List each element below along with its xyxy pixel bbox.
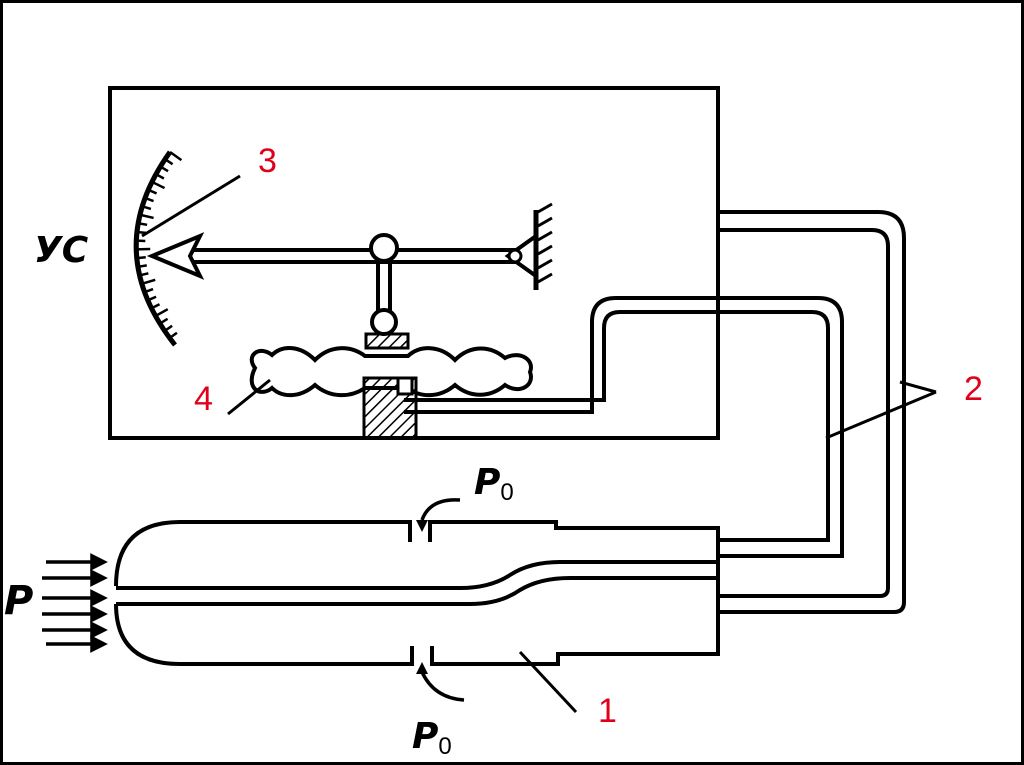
scale-tick [139, 272, 149, 277]
scale-tick [159, 317, 169, 325]
label-p0-bottom: P0 [412, 716, 452, 760]
support-block [362, 376, 418, 440]
scale-tick [150, 303, 161, 310]
total-pressure-tube [718, 210, 906, 614]
scale-tick [141, 278, 156, 286]
static-flow-arrows [416, 498, 465, 702]
scale-tick [141, 205, 152, 211]
scale-tick [147, 295, 157, 302]
callout-4: 4 [194, 380, 213, 418]
scale-tick [169, 150, 183, 162]
label-scale: УС [34, 230, 89, 271]
scale-tick [137, 222, 148, 227]
scale-tick [144, 287, 154, 294]
indicator-scale [133, 150, 183, 347]
scale-tick [163, 324, 173, 332]
label-p-main: P [4, 578, 33, 624]
scale-tick [154, 308, 169, 318]
lever-pivot [504, 202, 553, 290]
aneroid-membrane [249, 346, 533, 398]
callout-2: 2 [964, 370, 983, 408]
scale-tick [147, 188, 158, 195]
scale-tick [139, 213, 154, 220]
scale-tick [151, 180, 166, 190]
scale-tick [137, 264, 147, 269]
callout-1: 1 [598, 692, 617, 730]
label-p0-top: P0 [474, 462, 514, 506]
linkage [364, 233, 410, 350]
scale-tick [136, 230, 147, 235]
incoming-flow-arrows [42, 553, 108, 653]
static-tube [404, 310, 830, 542]
scale-tick [168, 331, 178, 340]
callout-3: 3 [258, 142, 277, 180]
scale-tick [155, 173, 165, 180]
scale-tick [144, 196, 154, 203]
pointer-arrow [146, 232, 520, 280]
scale-tick [164, 158, 174, 166]
leader-lines [141, 174, 937, 714]
scale-tick [159, 165, 169, 173]
pitot-probe [114, 520, 720, 666]
scale-tick [136, 256, 146, 260]
